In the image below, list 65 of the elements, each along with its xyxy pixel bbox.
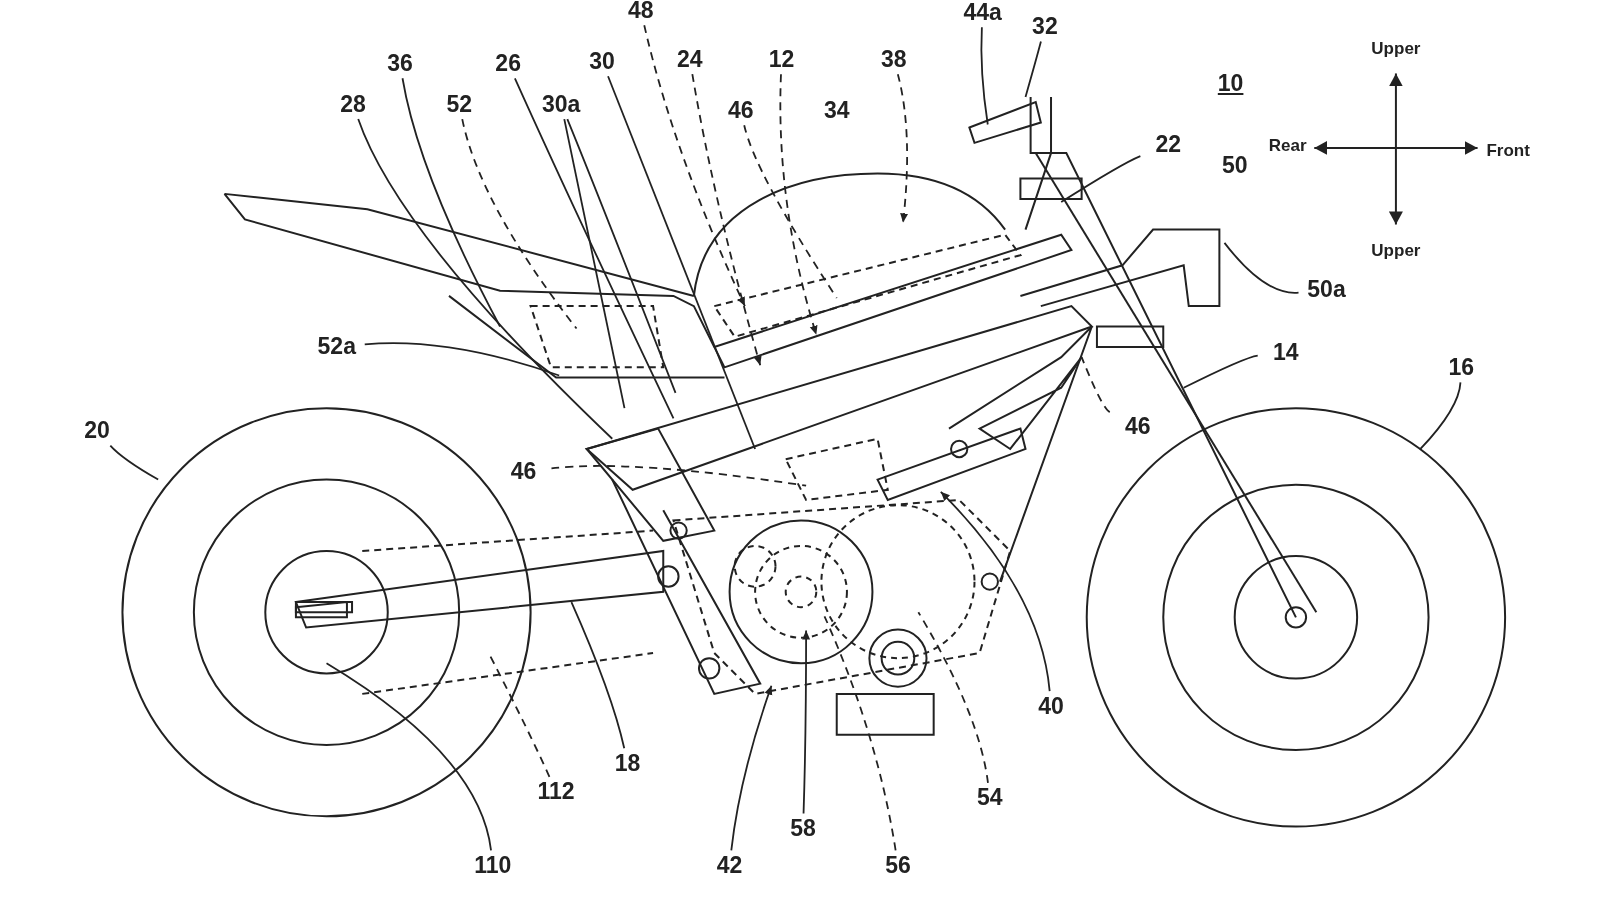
callout-number: 52 — [446, 92, 472, 116]
callout-number: 42 — [716, 853, 743, 877]
leader-line — [563, 118, 626, 410]
callout-number: 16 — [1448, 355, 1474, 379]
callout-number: 10 — [1217, 72, 1244, 96]
leader-line — [896, 73, 908, 224]
leader-line — [401, 77, 501, 328]
callout-number: 58 — [790, 817, 816, 841]
direction-label: Front — [1486, 141, 1530, 159]
callout-number: 34 — [823, 98, 850, 122]
leader-line — [917, 611, 989, 784]
leader-line — [1223, 241, 1300, 294]
callout-number: 48 — [628, 0, 654, 22]
callout-number: 54 — [977, 786, 1003, 810]
callout-number: 44a — [963, 0, 1002, 24]
callout-number: 52a — [317, 335, 356, 359]
leader-line — [461, 118, 578, 330]
leader-line — [325, 662, 492, 852]
callout-number: 14 — [1272, 340, 1299, 364]
leader-line — [743, 124, 838, 299]
callout-number: 30 — [589, 49, 615, 73]
leader-line — [357, 118, 614, 440]
leader-line — [779, 73, 818, 336]
callout-number: 20 — [84, 419, 110, 443]
callout-number: 112 — [537, 780, 575, 804]
leader-line — [607, 75, 756, 450]
callout-number: 56 — [885, 853, 911, 877]
callout-number: 46 — [510, 459, 537, 483]
leader-line — [488, 654, 551, 778]
callout-number: 36 — [387, 51, 413, 75]
callout-number: 30a — [542, 92, 581, 116]
leader-line — [730, 684, 773, 852]
leader-line — [1024, 40, 1042, 98]
callout-number: 38 — [881, 47, 907, 71]
leader-line — [823, 615, 897, 852]
leader-line — [691, 73, 762, 367]
callout-number: 22 — [1155, 133, 1182, 157]
callout-number: 24 — [677, 47, 703, 71]
leader-line — [1419, 381, 1462, 450]
direction-label: Upper — [1371, 40, 1421, 58]
leader-line — [514, 77, 675, 420]
callout-number: 18 — [614, 751, 641, 775]
callout-number: 110 — [474, 853, 512, 877]
leader-line — [1182, 354, 1259, 389]
leader-line — [570, 601, 626, 750]
callout-number: 26 — [495, 51, 521, 75]
callout-number: 12 — [768, 47, 795, 71]
leader-line — [939, 490, 1051, 692]
leader-line — [1060, 155, 1142, 203]
leader-line — [566, 118, 677, 394]
callout-number: 28 — [340, 92, 366, 116]
callout-number: 46 — [1124, 415, 1151, 438]
callout-number: 32 — [1032, 15, 1058, 38]
leader-line — [802, 629, 811, 815]
leader-line — [550, 465, 807, 487]
leader-line — [109, 444, 160, 481]
callout-number: 40 — [1038, 694, 1064, 718]
leader-line — [980, 26, 989, 126]
callout-number: 50 — [1221, 153, 1248, 177]
callout-number: 46 — [728, 98, 754, 122]
leader-line — [643, 24, 746, 307]
direction-label: Upper — [1371, 241, 1421, 259]
leader-line — [1080, 356, 1111, 414]
callout-number: 50a — [1307, 278, 1346, 302]
leader-line — [363, 342, 561, 377]
